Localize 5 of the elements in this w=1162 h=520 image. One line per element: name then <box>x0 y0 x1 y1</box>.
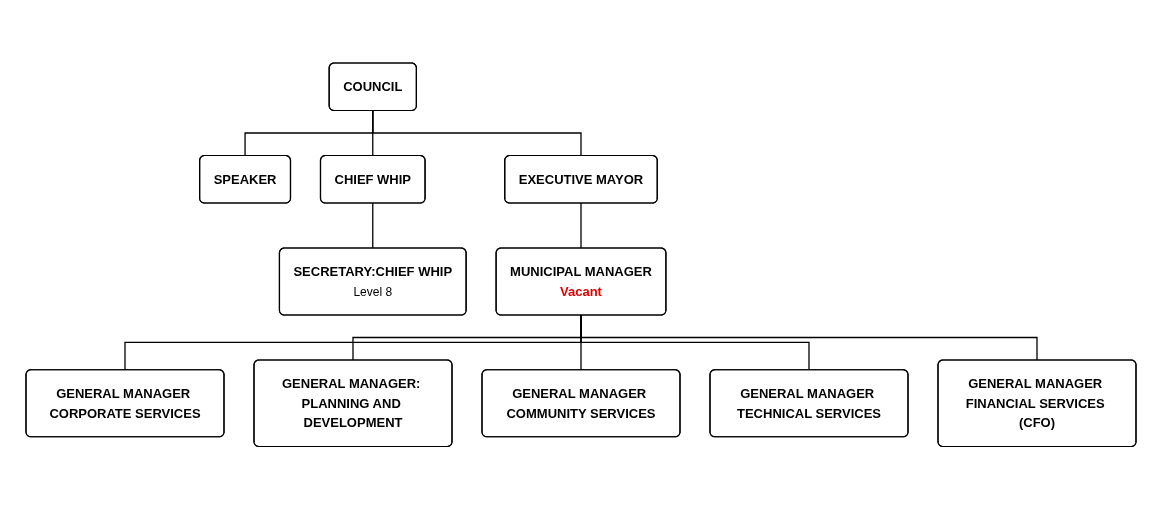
connector <box>372 110 374 157</box>
connector <box>244 110 374 157</box>
connector <box>580 202 582 249</box>
connector <box>372 110 582 157</box>
connector <box>372 202 374 249</box>
